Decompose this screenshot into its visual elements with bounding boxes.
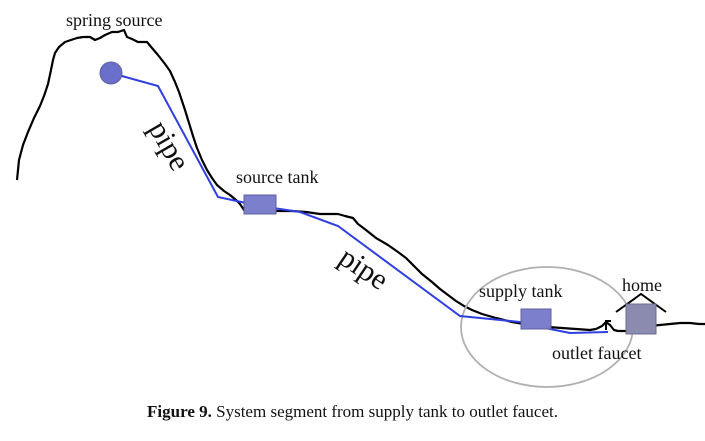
figure-caption-text: System segment from supply tank to outle… bbox=[216, 402, 558, 421]
supply-tank-box bbox=[520, 308, 552, 330]
source-tank-box bbox=[243, 194, 277, 215]
figure-caption-prefix: Figure 9. bbox=[147, 402, 212, 421]
figure-caption: Figure 9. System segment from supply tan… bbox=[0, 402, 705, 422]
outlet-faucet-icon bbox=[605, 320, 611, 330]
spring-source-label: spring source bbox=[66, 10, 162, 30]
pipe-label-upper: pipe bbox=[142, 115, 196, 176]
supply-tank-label: supply tank bbox=[479, 281, 563, 301]
outlet-faucet-label: outlet faucet bbox=[552, 343, 641, 363]
home-label: home bbox=[622, 275, 662, 295]
spring-source-dot bbox=[99, 61, 123, 85]
pipe-label-lower: pipe bbox=[333, 240, 394, 296]
source-tank-label: source tank bbox=[236, 167, 318, 187]
home-icon bbox=[615, 292, 667, 335]
